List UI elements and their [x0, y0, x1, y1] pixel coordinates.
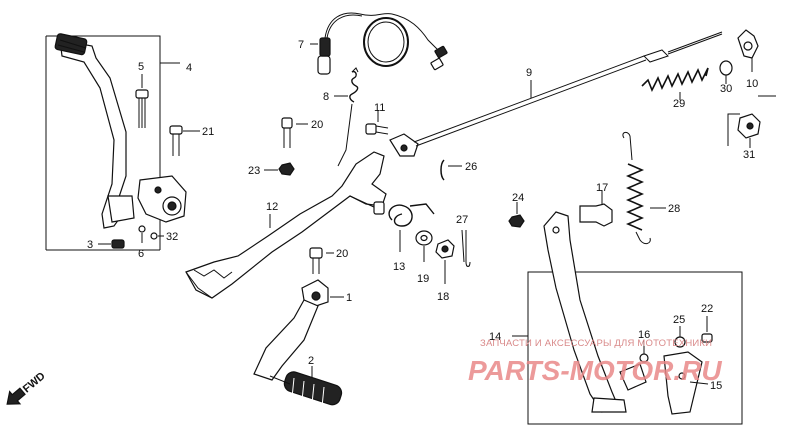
stand-group-bracket	[512, 271, 743, 425]
clip-26	[440, 159, 462, 181]
label-1: 1	[346, 292, 352, 304]
bolt-25	[674, 326, 686, 348]
bolt-21	[169, 125, 200, 156]
pin-30	[719, 60, 733, 84]
bolt-5	[135, 74, 149, 128]
part-16	[639, 340, 649, 363]
label-22: 22	[701, 303, 713, 315]
label-12: 12	[266, 201, 278, 213]
fwd-label: FWD	[21, 370, 48, 395]
spring-13	[388, 203, 435, 252]
brake-rod-9	[389, 31, 723, 157]
part-labels: 4 5 21 3 6 32 7 8 9 10 11 20 23 12 26 30…	[87, 39, 758, 392]
label-26: 26	[465, 161, 477, 173]
label-16: 16	[638, 329, 650, 341]
watermark-subtitle: ЗАПЧАСТИ И АКСЕССУАРЫ ДЛЯ МОТОТЕХНИКИ	[480, 338, 712, 349]
label-31: 31	[743, 149, 755, 161]
nut-24	[508, 202, 525, 228]
label-18: 18	[437, 291, 449, 303]
label-6: 6	[138, 248, 144, 260]
label-9: 9	[526, 67, 532, 79]
label-10: 10	[746, 78, 758, 90]
bolt-11	[365, 110, 389, 135]
small-parts-3-6-32	[98, 225, 164, 249]
kick-pedal-arm	[54, 33, 135, 229]
label-13: 13	[393, 261, 405, 273]
label-23: 23	[248, 165, 260, 177]
label-2: 2	[308, 355, 314, 367]
label-32: 32	[166, 231, 178, 243]
label-29: 29	[673, 98, 685, 110]
label-27: 27	[456, 214, 468, 226]
label-30: 30	[720, 83, 732, 95]
gear-shift-lever	[253, 279, 344, 381]
label-4: 4	[186, 62, 192, 74]
label-5: 5	[138, 61, 144, 73]
label-8: 8	[323, 91, 329, 103]
spring-28	[622, 131, 666, 245]
spring-8	[334, 67, 359, 167]
washer-19	[415, 230, 433, 262]
kick-joint	[137, 175, 187, 223]
label-25: 25	[673, 314, 685, 326]
label-20-upper: 20	[311, 119, 323, 131]
label-11: 11	[374, 102, 385, 114]
spring-29	[641, 67, 709, 100]
nut-23	[264, 162, 295, 176]
label-3: 3	[87, 239, 93, 251]
bolt-20-lower	[309, 247, 334, 274]
watermark: ЗАПЧАСТИ И АКСЕССУАРЫ ДЛЯ МОТОТЕХНИКИ PA…	[468, 338, 722, 386]
wing-nut-10	[737, 29, 759, 72]
label-20-lower: 20	[336, 248, 348, 260]
watermark-brand: PARTS-MOTOR.RU	[468, 355, 722, 386]
bolt-20-upper	[281, 117, 308, 148]
label-7: 7	[298, 39, 304, 51]
label-21: 21	[202, 126, 214, 138]
part-31	[727, 95, 776, 148]
stand-plate-15	[619, 351, 709, 415]
label-24: 24	[512, 192, 524, 204]
fwd-indicator: FWD	[6, 370, 48, 405]
bolt-22	[701, 316, 713, 343]
bolt-17	[579, 190, 613, 227]
label-17: 17	[596, 182, 608, 194]
label-15: 15	[710, 380, 722, 392]
brake-pedal-12	[185, 151, 387, 299]
switch-cable-7	[310, 12, 448, 75]
nut-18	[435, 239, 455, 284]
label-14: 14	[489, 331, 501, 343]
cotter-pin-27	[461, 229, 471, 267]
side-stand	[543, 211, 627, 413]
gear-shift-rubber-2	[269, 366, 343, 408]
label-19: 19	[417, 273, 429, 285]
label-28: 28	[668, 203, 680, 215]
